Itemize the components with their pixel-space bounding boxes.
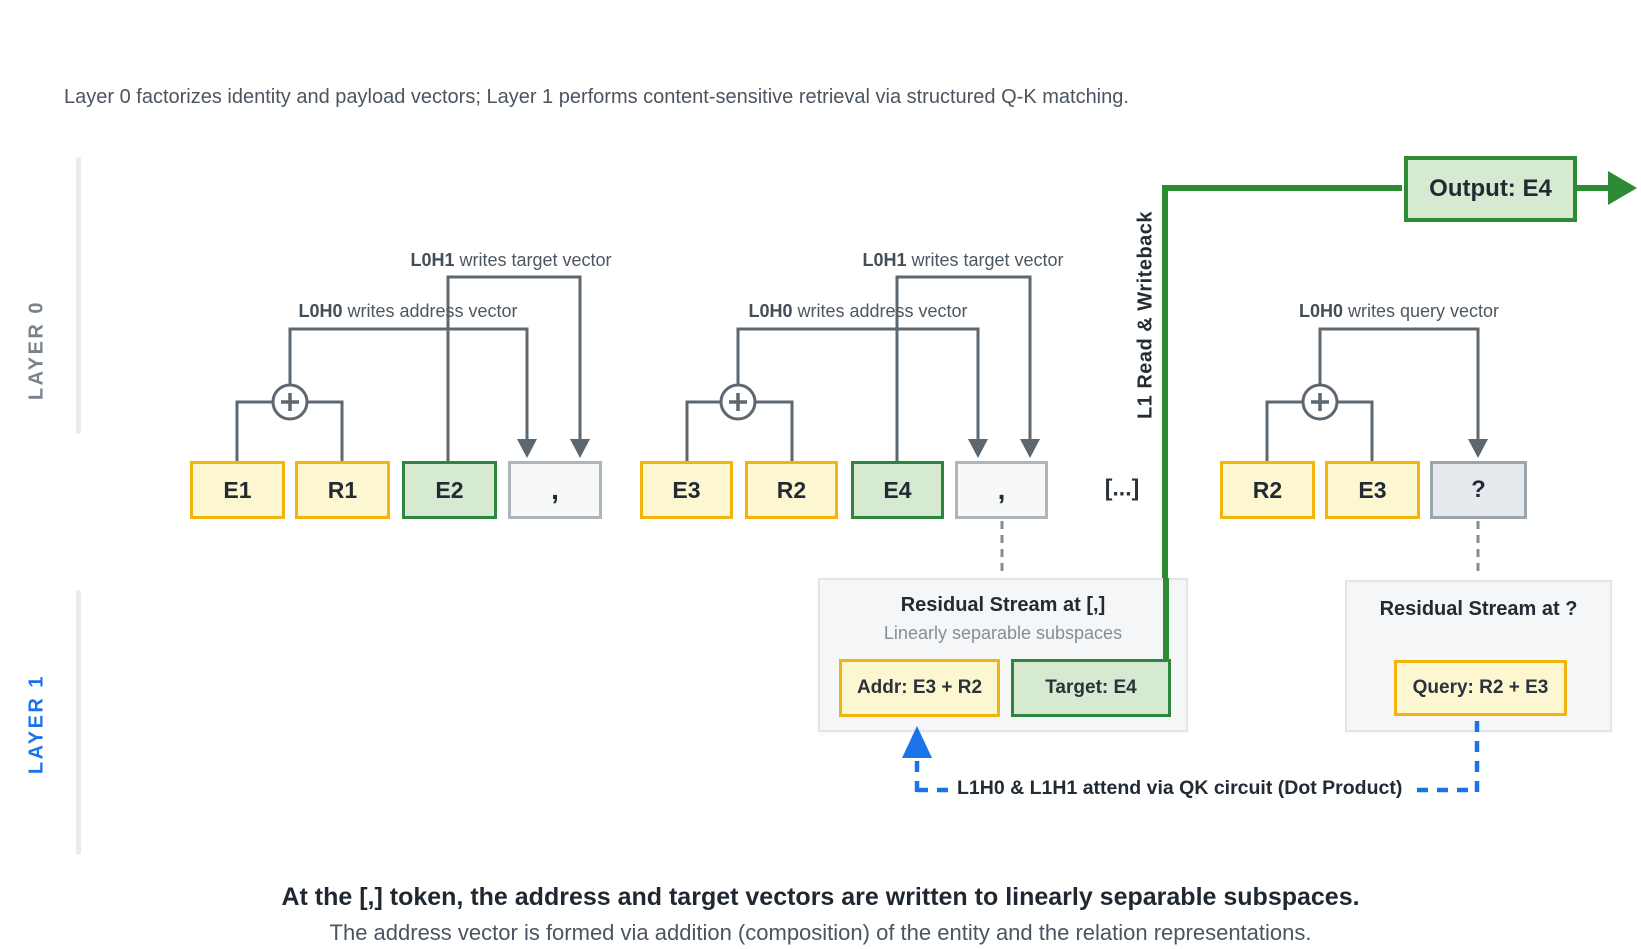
head-name: L0H0 <box>748 301 793 321</box>
arrow-down-icon <box>517 439 537 458</box>
residual-comma-title: Residual Stream at [,] <box>900 594 1106 616</box>
head-name: L0H0 <box>1298 301 1343 321</box>
residual-panel-comma: Residual Stream at [,] Linearly separabl… <box>818 578 1188 732</box>
caption-bold: At the [,] token, the address and target… <box>281 883 1360 911</box>
l1-readback-line <box>1162 185 1402 578</box>
figure-description: Layer 0 factorizes identity and payload … <box>64 86 1129 108</box>
token-query-e3: E3 <box>1325 461 1420 519</box>
l0h0-label-group1: L0H0 writes address vector <box>298 301 517 322</box>
plus-icon <box>1311 393 1329 411</box>
caption-normal: The address vector is formed via additio… <box>329 920 1312 945</box>
head-name: L0H0 <box>298 301 343 321</box>
e1-to-plus-connector <box>235 400 273 461</box>
r2-to-plus-connector <box>755 400 794 461</box>
qr2-to-plus-connector <box>1265 400 1303 461</box>
l0h0-address-rail-group1 <box>288 327 529 440</box>
qk-circuit-label: L1H0 & L1H1 attend via QK circuit (Dot P… <box>950 777 1410 800</box>
token-e4: E4 <box>851 461 944 519</box>
l0h0-address-rail-group2 <box>736 327 980 440</box>
arrow-down-icon <box>1020 439 1040 458</box>
token-e1: E1 <box>190 461 285 519</box>
token-comma-2: , <box>955 461 1048 519</box>
qe3-to-plus-connector <box>1337 400 1374 461</box>
l0h0-label-group2: L0H0 writes address vector <box>748 301 967 322</box>
r1-to-plus-connector <box>307 400 344 461</box>
arrow-down-icon <box>1468 439 1488 458</box>
token-e3: E3 <box>640 461 733 519</box>
plus-circle-icon <box>1301 383 1339 421</box>
head-action: writes target vector <box>454 250 612 270</box>
plus-circle-icon <box>271 383 309 421</box>
arrow-down-icon <box>968 439 988 458</box>
l0h0-query-label: L0H0 writes query vector <box>1299 301 1499 322</box>
token-e2: E2 <box>402 461 497 519</box>
query-vector-box: Query: R2 + E3 <box>1394 660 1567 716</box>
ellipsis-tokens: [...] <box>1104 474 1140 501</box>
head-action: writes query vector <box>1342 301 1500 321</box>
residual-panel-query: Residual Stream at ? Query: R2 + E3 <box>1345 580 1612 732</box>
token-r2: R2 <box>745 461 838 519</box>
l1-read-writeback-label: L1 Read & Writeback <box>1134 210 1157 420</box>
token-query-r2: R2 <box>1220 461 1315 519</box>
head-action: writes target vector <box>906 250 1064 270</box>
layer0-rail <box>76 157 81 434</box>
layer1-label: LAYER 1 <box>25 673 48 775</box>
head-action: writes address vector <box>792 301 968 321</box>
l0h0-query-rail <box>1318 327 1480 440</box>
target-vector-box: Target: E4 <box>1011 659 1171 717</box>
layer0-label: LAYER 0 <box>25 299 48 401</box>
arrow-down-icon <box>570 439 590 458</box>
plus-icon <box>729 393 747 411</box>
arrow-right-icon <box>1608 171 1637 205</box>
head-action: writes address vector <box>342 301 518 321</box>
l0h1-label-group2: L0H1 writes target vector <box>862 250 1063 271</box>
output-box: Output: E4 <box>1404 156 1577 222</box>
layer1-rail <box>76 590 81 855</box>
residual-query-title: Residual Stream at ? <box>1379 598 1578 620</box>
plus-icon <box>281 393 299 411</box>
token-r1: R1 <box>295 461 390 519</box>
token-comma-1: , <box>508 461 602 519</box>
head-name: L0H1 <box>862 250 907 270</box>
residual-comma-subtitle: Linearly separable subspaces <box>883 623 1123 643</box>
l0h1-label-group1: L0H1 writes target vector <box>410 250 611 271</box>
plus-circle-icon <box>719 383 757 421</box>
e3-to-plus-connector <box>685 400 721 461</box>
token-question: ? <box>1430 461 1527 519</box>
head-name: L0H1 <box>410 250 455 270</box>
addr-vector-box: Addr: E3 + R2 <box>839 659 1000 717</box>
